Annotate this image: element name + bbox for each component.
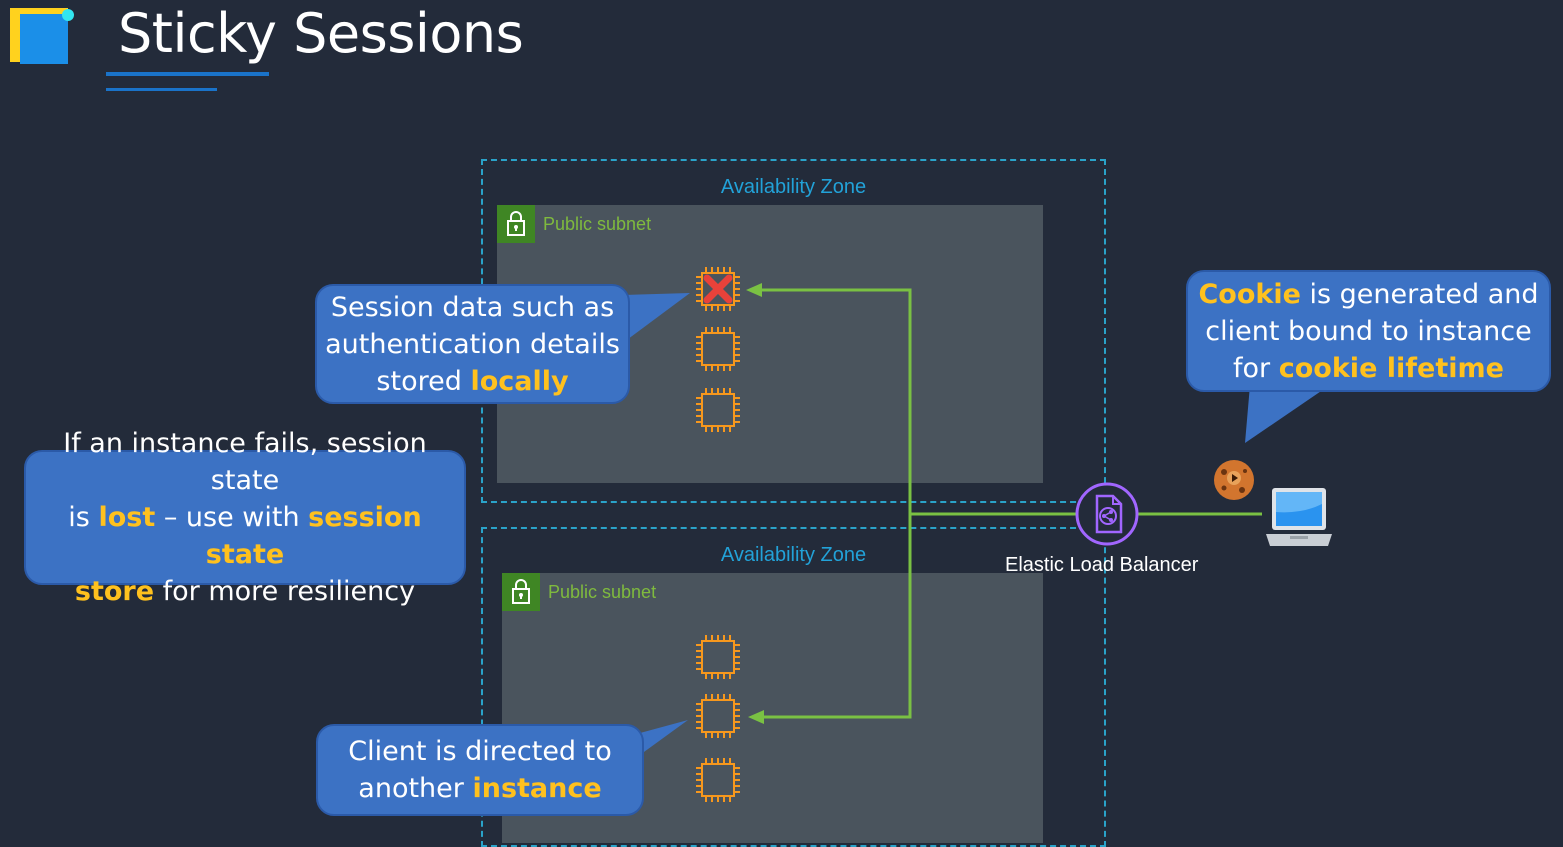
lock-icon bbox=[497, 205, 535, 243]
arrow-to-new-instance bbox=[762, 514, 912, 719]
callout-cookie: Cookie is generated and client bound to … bbox=[1186, 270, 1551, 392]
callout-redirect: Client is directed to another instance bbox=[316, 724, 644, 816]
availability-zone-label: Availability Zone bbox=[720, 176, 867, 198]
callout-instance-fail: If an instance fails, session state is l… bbox=[24, 428, 466, 607]
logo-icon bbox=[10, 8, 74, 68]
title-underline-short bbox=[106, 88, 217, 91]
ec2-instance-icon bbox=[696, 694, 740, 738]
ec2-instance-icon bbox=[696, 327, 740, 371]
elb-label: Elastic Load Balancer bbox=[1005, 554, 1199, 576]
ec2-instance-icon bbox=[696, 758, 740, 802]
arrowhead bbox=[746, 283, 762, 297]
lock-icon bbox=[502, 573, 540, 611]
cookie-icon bbox=[1214, 460, 1254, 500]
subnet-label: Public subnet bbox=[548, 582, 657, 602]
availability-zone-label: Availability Zone bbox=[720, 544, 867, 566]
subnet-label: Public subnet bbox=[543, 214, 652, 234]
laptop-icon bbox=[1266, 488, 1332, 546]
failed-x-icon bbox=[703, 274, 733, 304]
title-underline bbox=[106, 72, 269, 76]
arrowhead bbox=[748, 710, 764, 724]
ec2-instance-icon bbox=[696, 635, 740, 679]
callout-session-local: Session data such as authentication deta… bbox=[315, 284, 630, 404]
elb-icon bbox=[1075, 482, 1139, 546]
callout-tail bbox=[1245, 385, 1330, 443]
ec2-instance-icon bbox=[696, 388, 740, 432]
ec2-instance-icon bbox=[696, 267, 740, 311]
page-title: Sticky Sessions bbox=[118, 2, 524, 65]
